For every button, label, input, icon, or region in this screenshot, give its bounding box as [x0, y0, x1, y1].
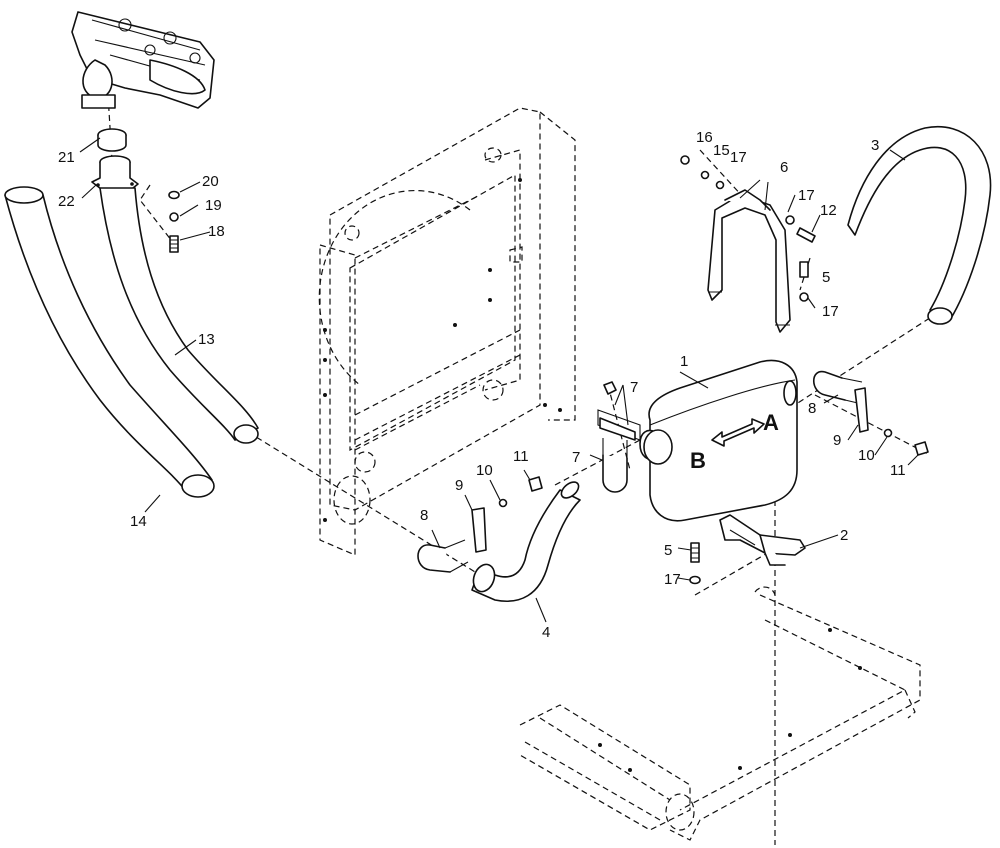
callout-10-left: 10	[476, 462, 493, 479]
callout-18: 18	[208, 223, 225, 240]
support-bracket	[719, 514, 806, 566]
callout-11-left: 11	[513, 448, 529, 465]
callout-19: 19	[205, 197, 222, 214]
hardware-20-19-18	[168, 190, 180, 253]
u-bolt-clamp-7	[597, 381, 641, 493]
callout-12: 12	[820, 202, 837, 219]
exhaust-manifold	[71, 11, 215, 109]
chassis-frame	[519, 586, 921, 841]
exhaust-pipe-14	[4, 186, 215, 498]
callout-numbers: 1 2 3 4 5 5 6 7 7 8 8 9 9 10 10 11 11 12…	[58, 129, 906, 641]
callout-4: 4	[542, 624, 550, 641]
hardware-strap-bolts	[680, 155, 816, 302]
tailpipe-3	[847, 125, 992, 325]
callout-11-right: 11	[890, 462, 906, 479]
elbow-pipe-4	[471, 481, 581, 602]
callout-17-lower: 17	[664, 571, 681, 588]
callout-17-mid: 17	[822, 303, 839, 320]
gasket	[97, 128, 127, 152]
callout-21: 21	[58, 149, 75, 166]
callout-8-left: 8	[420, 507, 428, 524]
callout-7-upper: 7	[630, 379, 638, 396]
callout-3: 3	[871, 137, 879, 154]
callout-14: 14	[130, 513, 147, 530]
radiator-frame	[318, 107, 576, 556]
callout-10-right: 10	[858, 447, 875, 464]
callout-17-right: 17	[798, 187, 815, 204]
callout-7-lower: 7	[572, 449, 580, 466]
callout-15: 15	[713, 142, 730, 159]
callout-6: 6	[780, 159, 788, 176]
callout-5-upper: 5	[822, 269, 830, 286]
callout-5-lower: 5	[664, 542, 672, 559]
muffler	[639, 359, 798, 522]
u-bolt-clamp-left	[417, 476, 543, 573]
u-bolt-clamp-right	[812, 370, 929, 456]
callout-17-top: 17	[730, 149, 747, 166]
callout-9-right: 9	[833, 432, 841, 449]
callout-13: 13	[198, 331, 215, 348]
muffler-mark-b: B	[690, 448, 706, 473]
callout-9-left: 9	[455, 477, 463, 494]
callout-1: 1	[680, 353, 688, 370]
muffler-straps	[707, 189, 791, 333]
hardware-5-17-lower	[689, 542, 701, 585]
callout-8-right: 8	[808, 400, 816, 417]
leader-lines	[79, 137, 919, 623]
callout-16: 16	[696, 129, 713, 146]
callout-22: 22	[58, 193, 75, 210]
muffler-mark-a: A	[763, 410, 779, 435]
callout-2: 2	[840, 527, 848, 544]
flange-adapter	[91, 155, 139, 193]
exhaust-pipe-13	[99, 187, 259, 444]
callout-20: 20	[202, 173, 219, 190]
